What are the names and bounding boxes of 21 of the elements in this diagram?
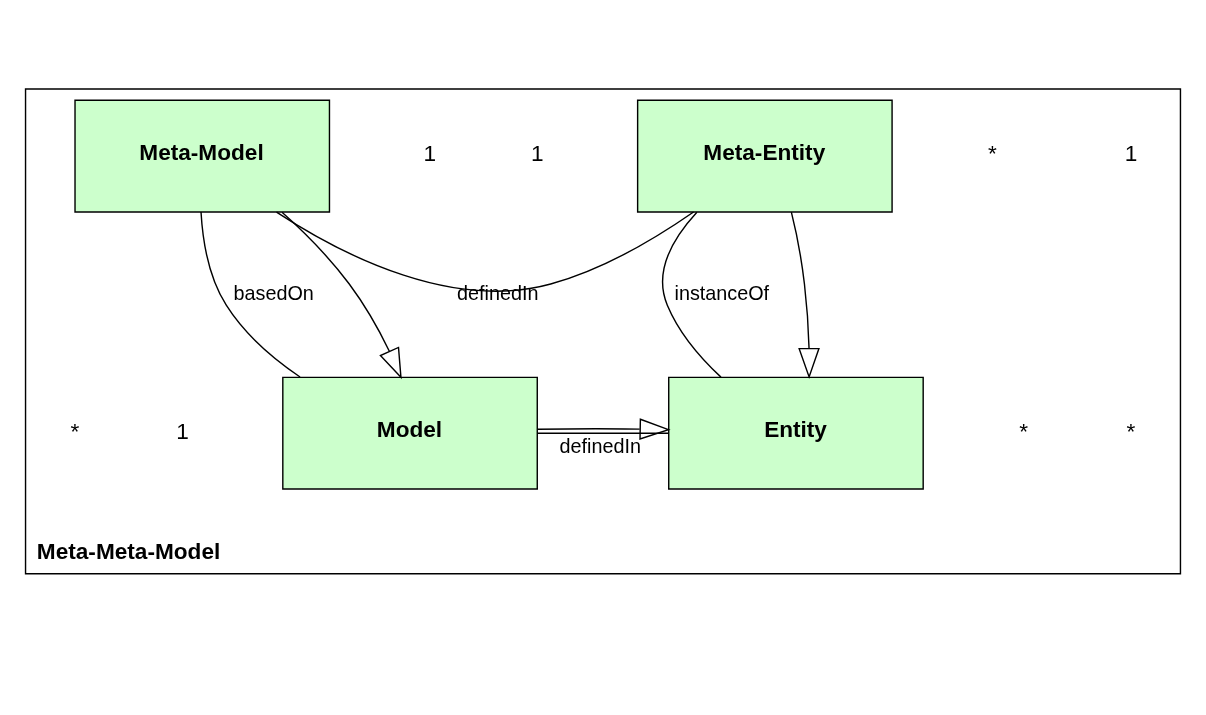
arrow [790, 210, 820, 379]
edge-label: basedOn [233, 281, 314, 304]
node-box: Model [282, 376, 538, 490]
label: 1 [176, 418, 189, 444]
label: 1 [530, 140, 544, 166]
arrow [536, 417, 671, 440]
arrow [281, 211, 402, 379]
node-box: Entity [668, 376, 924, 490]
label: * [1019, 418, 1028, 444]
connector [275, 210, 695, 292]
node-box: Meta-Entity [636, 99, 893, 213]
label: * [1126, 418, 1136, 444]
label: 1 [1124, 140, 1138, 166]
label: 1 [423, 140, 437, 166]
label: * [70, 418, 80, 444]
connector [661, 211, 722, 378]
edge-label: definedIn [559, 434, 641, 457]
label: * [988, 140, 997, 166]
node-box: Meta-Model [74, 99, 331, 213]
edge-label: instanceOf [674, 281, 770, 304]
connector [200, 210, 301, 378]
